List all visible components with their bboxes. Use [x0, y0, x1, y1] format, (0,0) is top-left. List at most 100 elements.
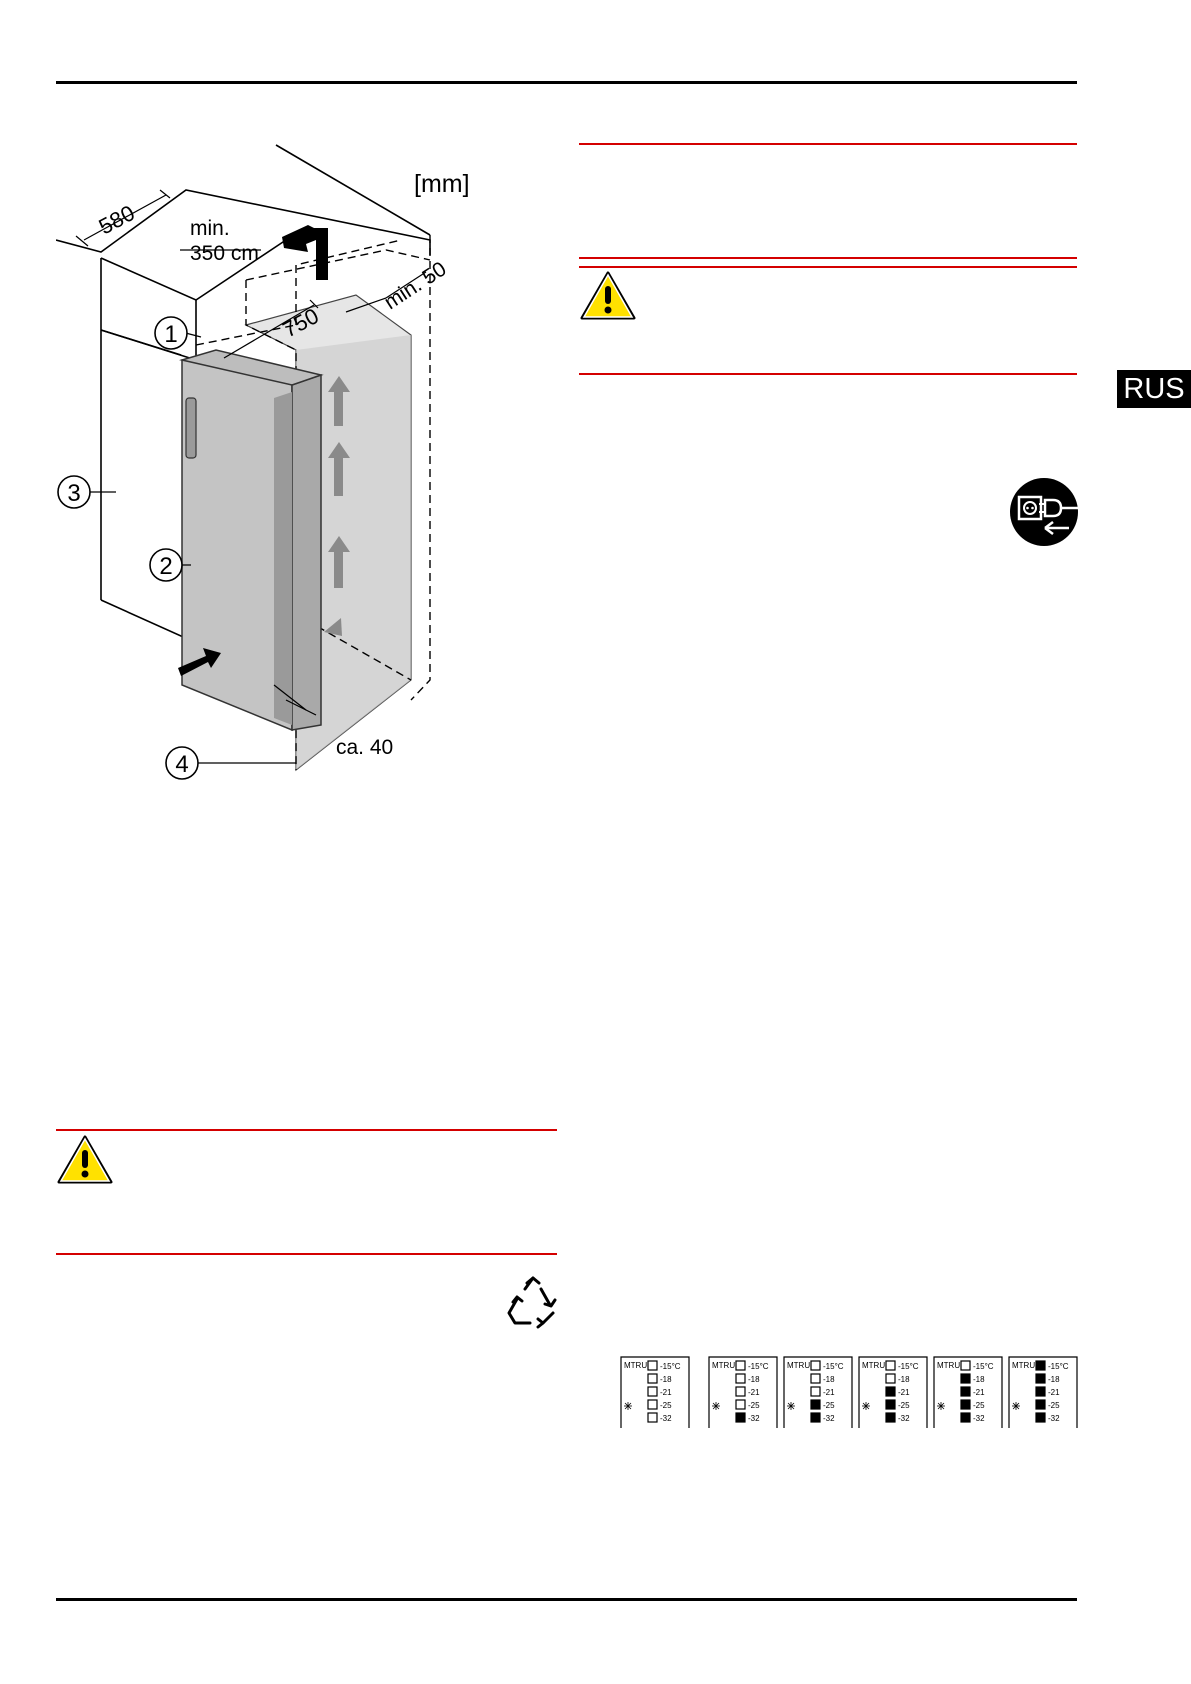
- indicator-label: -32: [748, 1414, 760, 1423]
- indicator-box: [735, 1412, 746, 1423]
- warning-rule-left-bottom: [56, 1253, 557, 1255]
- warning-rule-right-top-b: [579, 266, 1077, 268]
- indicator-label: -18: [748, 1375, 760, 1384]
- callout-2: 2: [159, 553, 172, 580]
- language-tab: RUS: [1117, 370, 1191, 408]
- indicator-box: [810, 1373, 821, 1384]
- indicator-box: [810, 1399, 821, 1410]
- vent-min: min.: [190, 217, 230, 240]
- superfrost-icon: [787, 1402, 795, 1410]
- indicator-box: [647, 1373, 658, 1384]
- indicator-label: -21: [898, 1388, 910, 1397]
- indicator-label: -18: [973, 1375, 985, 1384]
- callout-1: 1: [164, 321, 177, 348]
- indicator-box: [735, 1386, 746, 1397]
- temperature-panel: MTRU -15°C -18 -21 -25 -32: [1008, 1356, 1078, 1428]
- panel-header: MTRU: [787, 1361, 810, 1370]
- indicator-label: -18: [898, 1375, 910, 1384]
- indicator-box: [885, 1412, 896, 1423]
- dim-gap-top: min. 50: [380, 257, 450, 314]
- indicator-label: -25: [660, 1401, 672, 1410]
- indicator-box: [735, 1399, 746, 1410]
- indicator-box: [885, 1360, 896, 1371]
- temperature-panel: MTRU -15°C -18 -21 -25 -32: [783, 1356, 853, 1428]
- indicator-box: [647, 1360, 658, 1371]
- superfrost-icon: [624, 1402, 632, 1410]
- indicator-label: -21: [823, 1388, 835, 1397]
- panel-header: MTRU: [862, 1361, 885, 1370]
- vent-area: 350 cm: [190, 242, 259, 265]
- warning-rule-right-bottom: [579, 373, 1077, 375]
- indicator-box: [1035, 1412, 1046, 1423]
- indicator-label: -32: [823, 1414, 835, 1423]
- temperature-panel: MTRU-15°C-18-21-25-32: [620, 1356, 690, 1428]
- indicator-box: [647, 1386, 658, 1397]
- warning-triangle-icon: [580, 271, 636, 320]
- indicator-box: [1035, 1386, 1046, 1397]
- panel-header: MTRU: [624, 1361, 647, 1370]
- unplug-icon: [1010, 478, 1081, 546]
- indicator-label: -25: [748, 1401, 760, 1410]
- header-rule: [56, 81, 1077, 84]
- warning-triangle-icon: [57, 1135, 113, 1184]
- indicator-box: [735, 1373, 746, 1384]
- indicator-label: -18: [1048, 1375, 1060, 1384]
- indicator-box: [810, 1412, 821, 1423]
- panel-header: MTRU: [712, 1361, 735, 1370]
- indicator-box: [960, 1373, 971, 1384]
- indicator-box: [810, 1386, 821, 1397]
- recycle-icon: [507, 1276, 557, 1329]
- superfrost-icon: [712, 1402, 720, 1410]
- indicator-label: -21: [1048, 1388, 1060, 1397]
- indicator-label: -25: [973, 1401, 985, 1410]
- indicator-label: -15°C: [823, 1362, 844, 1371]
- indicator-label: -32: [973, 1414, 985, 1423]
- temperature-panel: MTRU -15°C -18 -21 -25 -32: [933, 1356, 1003, 1428]
- installation-diagram: 1 3 2 4 [mm] 580 min. 350 cm 2 750 min. …: [56, 144, 470, 780]
- unit-label: [mm]: [414, 170, 470, 198]
- temperature-panel: MTRU -15°C -18 -21 -25 -32: [858, 1356, 928, 1428]
- indicator-box: [1035, 1399, 1046, 1410]
- vent-sup: 2: [285, 235, 293, 251]
- indicator-box: [885, 1399, 896, 1410]
- panel-header: MTRU: [1012, 1361, 1035, 1370]
- warning-rule-right-top-a: [579, 257, 1077, 259]
- indicator-label: -15°C: [748, 1362, 769, 1371]
- indicator-box: [885, 1386, 896, 1397]
- indicator-box: [1035, 1360, 1046, 1371]
- superfrost-icon: [862, 1402, 870, 1410]
- indicator-label: -32: [1048, 1414, 1060, 1423]
- indicator-label: -25: [1048, 1401, 1060, 1410]
- indicator-label: -15°C: [898, 1362, 919, 1371]
- section-rule-right-1: [579, 143, 1077, 145]
- indicator-label: -15°C: [973, 1362, 994, 1371]
- indicator-label: -32: [660, 1414, 672, 1423]
- indicator-label: -32: [898, 1414, 910, 1423]
- callout-3: 3: [67, 480, 80, 507]
- indicator-box: [647, 1399, 658, 1410]
- indicator-box: [810, 1360, 821, 1371]
- indicator-box: [960, 1386, 971, 1397]
- indicator-label: -18: [823, 1375, 835, 1384]
- indicator-label: -15°C: [1048, 1362, 1069, 1371]
- indicator-box: [885, 1373, 896, 1384]
- indicator-label: -21: [748, 1388, 760, 1397]
- indicator-box: [960, 1360, 971, 1371]
- warning-rule-left-top: [56, 1129, 557, 1131]
- indicator-label: -18: [660, 1375, 672, 1384]
- indicator-box: [960, 1399, 971, 1410]
- panel-header: MTRU: [937, 1361, 960, 1370]
- indicator-box: [1035, 1373, 1046, 1384]
- superfrost-icon: [1012, 1402, 1020, 1410]
- indicator-box: [647, 1412, 658, 1423]
- indicator-label: -25: [823, 1401, 835, 1410]
- dim-depth: 580: [95, 200, 139, 239]
- superfrost-icon: [937, 1402, 945, 1410]
- dim-gap-bottom: ca. 40: [336, 736, 393, 759]
- indicator-box: [735, 1360, 746, 1371]
- indicator-label: -21: [973, 1388, 985, 1397]
- indicator-label: -25: [898, 1401, 910, 1410]
- indicator-label: -15°C: [660, 1362, 681, 1371]
- indicator-box: [960, 1412, 971, 1423]
- callout-4: 4: [175, 751, 188, 778]
